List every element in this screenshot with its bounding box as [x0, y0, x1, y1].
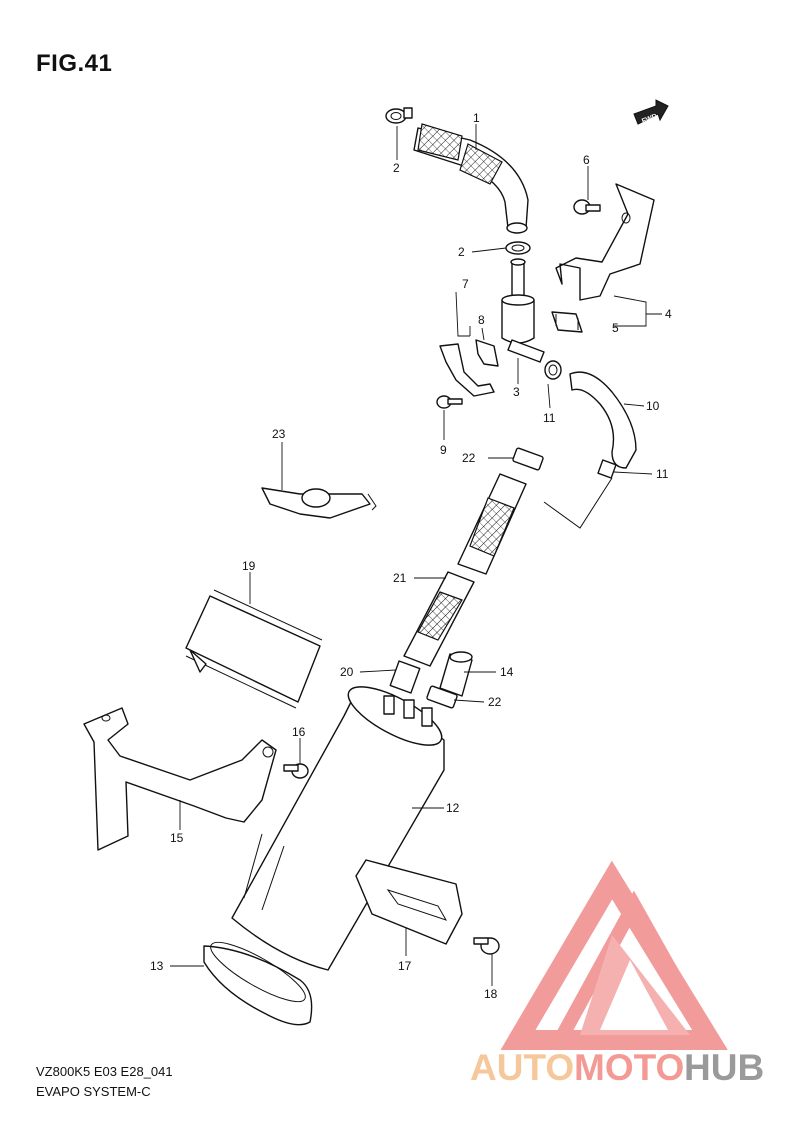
label-7: 7	[462, 277, 469, 291]
part-3-valve	[501, 258, 545, 363]
part-2-clamp-mid	[505, 241, 531, 255]
watermark-text: AUTO MOTO HUB	[470, 1047, 764, 1088]
label-18: 18	[484, 987, 498, 1001]
part-8-holder	[475, 339, 499, 367]
label-22-b: 22	[488, 695, 502, 709]
part-9-screw	[436, 395, 463, 409]
label-14: 14	[500, 665, 514, 679]
label-2-mid: 2	[458, 245, 465, 259]
label-23: 23	[272, 427, 286, 441]
watermark-word-hub: HUB	[684, 1047, 764, 1088]
part-12-canister	[231, 686, 445, 971]
part-6-bolt	[573, 199, 601, 215]
system-name: EVAPO SYSTEM-C	[36, 1084, 151, 1099]
part-18-screw	[473, 937, 500, 955]
label-1: 1	[473, 111, 480, 125]
label-5: 5	[612, 321, 619, 335]
label-13: 13	[150, 959, 164, 973]
part-7-holder	[439, 343, 495, 397]
part-11-clamp-a	[544, 360, 562, 380]
part-17-cushion	[355, 859, 463, 945]
label-11-a: 11	[543, 411, 556, 425]
fwd-arrow-badge: FWD	[633, 99, 669, 125]
part-22-clamp-b	[426, 685, 458, 709]
figure-title: FIG.41	[36, 50, 113, 77]
part-1-hose	[413, 123, 529, 234]
watermark-logo	[500, 860, 728, 1050]
part-14-cap	[439, 651, 473, 697]
part-16-bolt	[283, 763, 309, 779]
part-15-bracket	[83, 707, 277, 851]
part-22-clamp-a	[512, 447, 544, 471]
label-20: 20	[340, 665, 354, 679]
callout-labels: 1 2 2 3 4 5 6 7 8 9 10 11 11 12 13 14 15…	[150, 111, 672, 1001]
part-2-clamp-top	[385, 107, 413, 124]
label-11-b: 11	[656, 467, 669, 481]
label-12: 12	[446, 801, 460, 815]
label-3: 3	[513, 385, 520, 399]
label-16: 16	[292, 725, 306, 739]
leader-lines	[170, 124, 662, 986]
label-21: 21	[393, 571, 407, 585]
label-2-top: 2	[393, 161, 400, 175]
part-20-clamp	[389, 660, 421, 694]
label-6: 6	[583, 153, 590, 167]
part-23-clip	[261, 487, 377, 519]
label-15: 15	[170, 831, 184, 845]
label-22-a: 22	[462, 451, 476, 465]
part-4-bracket	[555, 183, 655, 301]
label-10: 10	[646, 399, 660, 413]
label-17: 17	[398, 959, 412, 973]
label-4: 4	[665, 307, 672, 321]
watermark-word-moto: MOTO	[574, 1047, 684, 1088]
part-10-hose	[569, 371, 637, 469]
part-21-hose	[403, 473, 613, 667]
label-8: 8	[478, 313, 485, 327]
part-11-clamp-b	[597, 459, 617, 479]
part-13-cap	[203, 941, 313, 1026]
watermark-word-auto: AUTO	[470, 1047, 574, 1088]
label-9: 9	[440, 443, 447, 457]
label-19: 19	[242, 559, 256, 573]
model-code: VZ800K5 E03 E28_041	[36, 1064, 173, 1079]
part-5-clip	[551, 311, 583, 333]
part-19-band	[185, 589, 323, 709]
